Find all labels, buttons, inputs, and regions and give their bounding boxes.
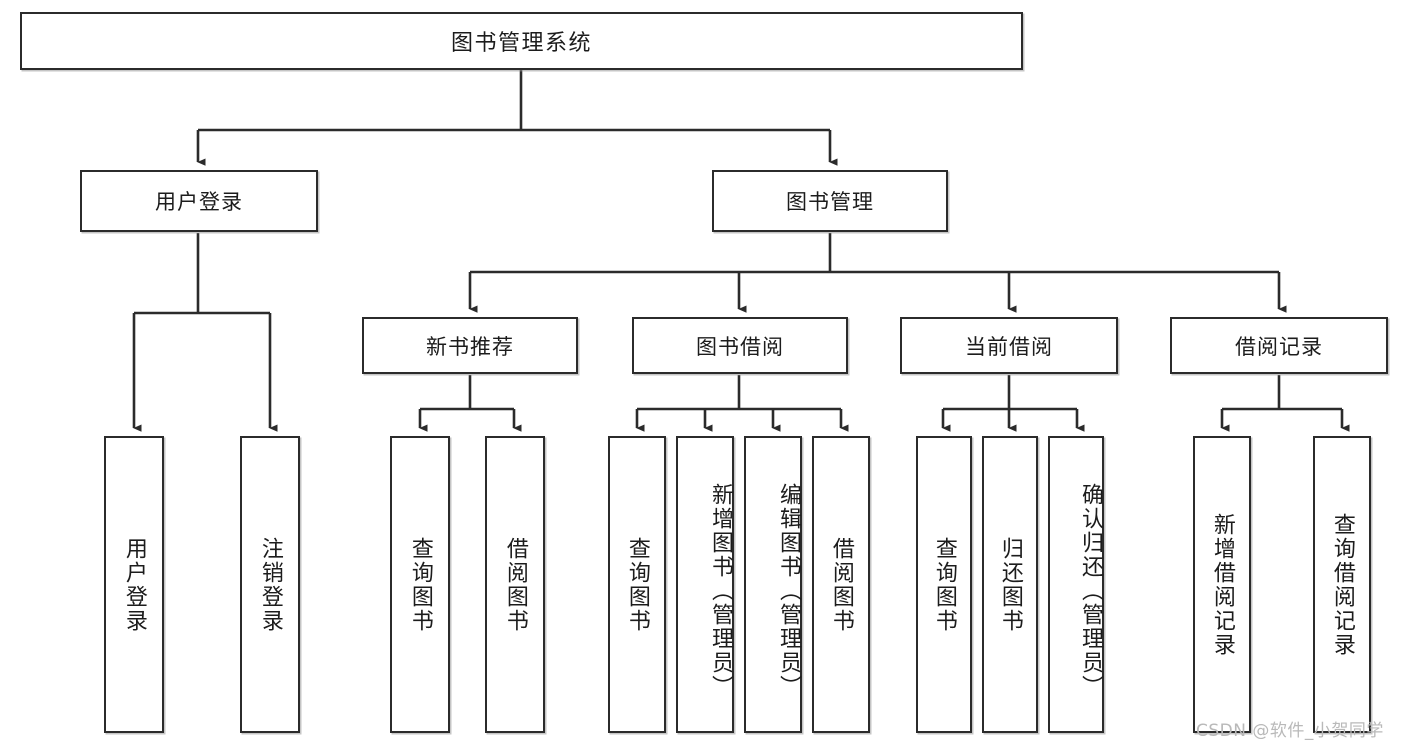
watermark: CSDN @软件_小贺同学 [1196,721,1384,741]
leaf-new-book-query-book[interactable]: 查询图书 [390,436,450,733]
leaf-book-borrow-edit-book-admin[interactable]: 编辑图书（管理员） [744,436,802,733]
node-label: 编辑图书（管理员） [776,482,801,699]
node-label: 借阅记录 [1235,334,1323,359]
node-label: 图书管理 [786,190,874,214]
node-label: 归还图书 [997,536,1023,633]
node-label: 图书借阅 [696,334,784,359]
leaf-book-borrow-add-book-admin[interactable]: 新增图书（管理员） [676,436,734,733]
node-label: 图书管理系统 [450,31,592,56]
node-label: 查询图书 [931,536,957,633]
node-new-book-recommend[interactable]: 新书推荐 [362,317,578,374]
node-label: 查询图书 [624,536,650,633]
leaf-borrow-record-add-record[interactable]: 新增借阅记录 [1193,436,1251,733]
node-book-management[interactable]: 图书管理 [712,170,948,232]
node-label: 借阅图书 [828,536,854,633]
leaf-user-login-logout[interactable]: 注销登录 [240,436,300,733]
node-root-book-management-system[interactable]: 图书管理系统 [20,12,1023,70]
node-label: 新书推荐 [426,334,514,359]
node-label: 查询借阅记录 [1329,512,1355,657]
node-label: 借阅图书 [502,536,528,633]
node-label: 新增图书（管理员） [708,482,733,699]
leaf-book-borrow-query-book[interactable]: 查询图书 [608,436,666,733]
node-label: 查询图书 [407,536,433,633]
node-borrow-record[interactable]: 借阅记录 [1170,317,1388,374]
leaf-borrow-record-query-record[interactable]: 查询借阅记录 [1313,436,1371,733]
leaf-current-borrow-return-book[interactable]: 归还图书 [982,436,1038,733]
node-label: 当前借阅 [965,334,1053,359]
node-label: 用户登录 [155,190,243,214]
leaf-new-book-borrow-book[interactable]: 借阅图书 [485,436,545,733]
leaf-current-borrow-confirm-return-admin[interactable]: 确认归还（管理员） [1048,436,1104,733]
node-user-login[interactable]: 用户登录 [80,170,318,232]
leaf-user-login-login[interactable]: 用户登录 [104,436,164,733]
node-label: 用户登录 [121,536,147,633]
node-current-borrow[interactable]: 当前借阅 [900,317,1118,374]
node-label: 注销登录 [257,536,283,633]
node-book-borrow[interactable]: 图书借阅 [632,317,848,374]
node-label: 确认归还（管理员） [1078,482,1103,699]
leaf-book-borrow-borrow-book[interactable]: 借阅图书 [812,436,870,733]
leaf-current-borrow-query-book[interactable]: 查询图书 [916,436,972,733]
node-label: 新增借阅记录 [1209,512,1235,657]
